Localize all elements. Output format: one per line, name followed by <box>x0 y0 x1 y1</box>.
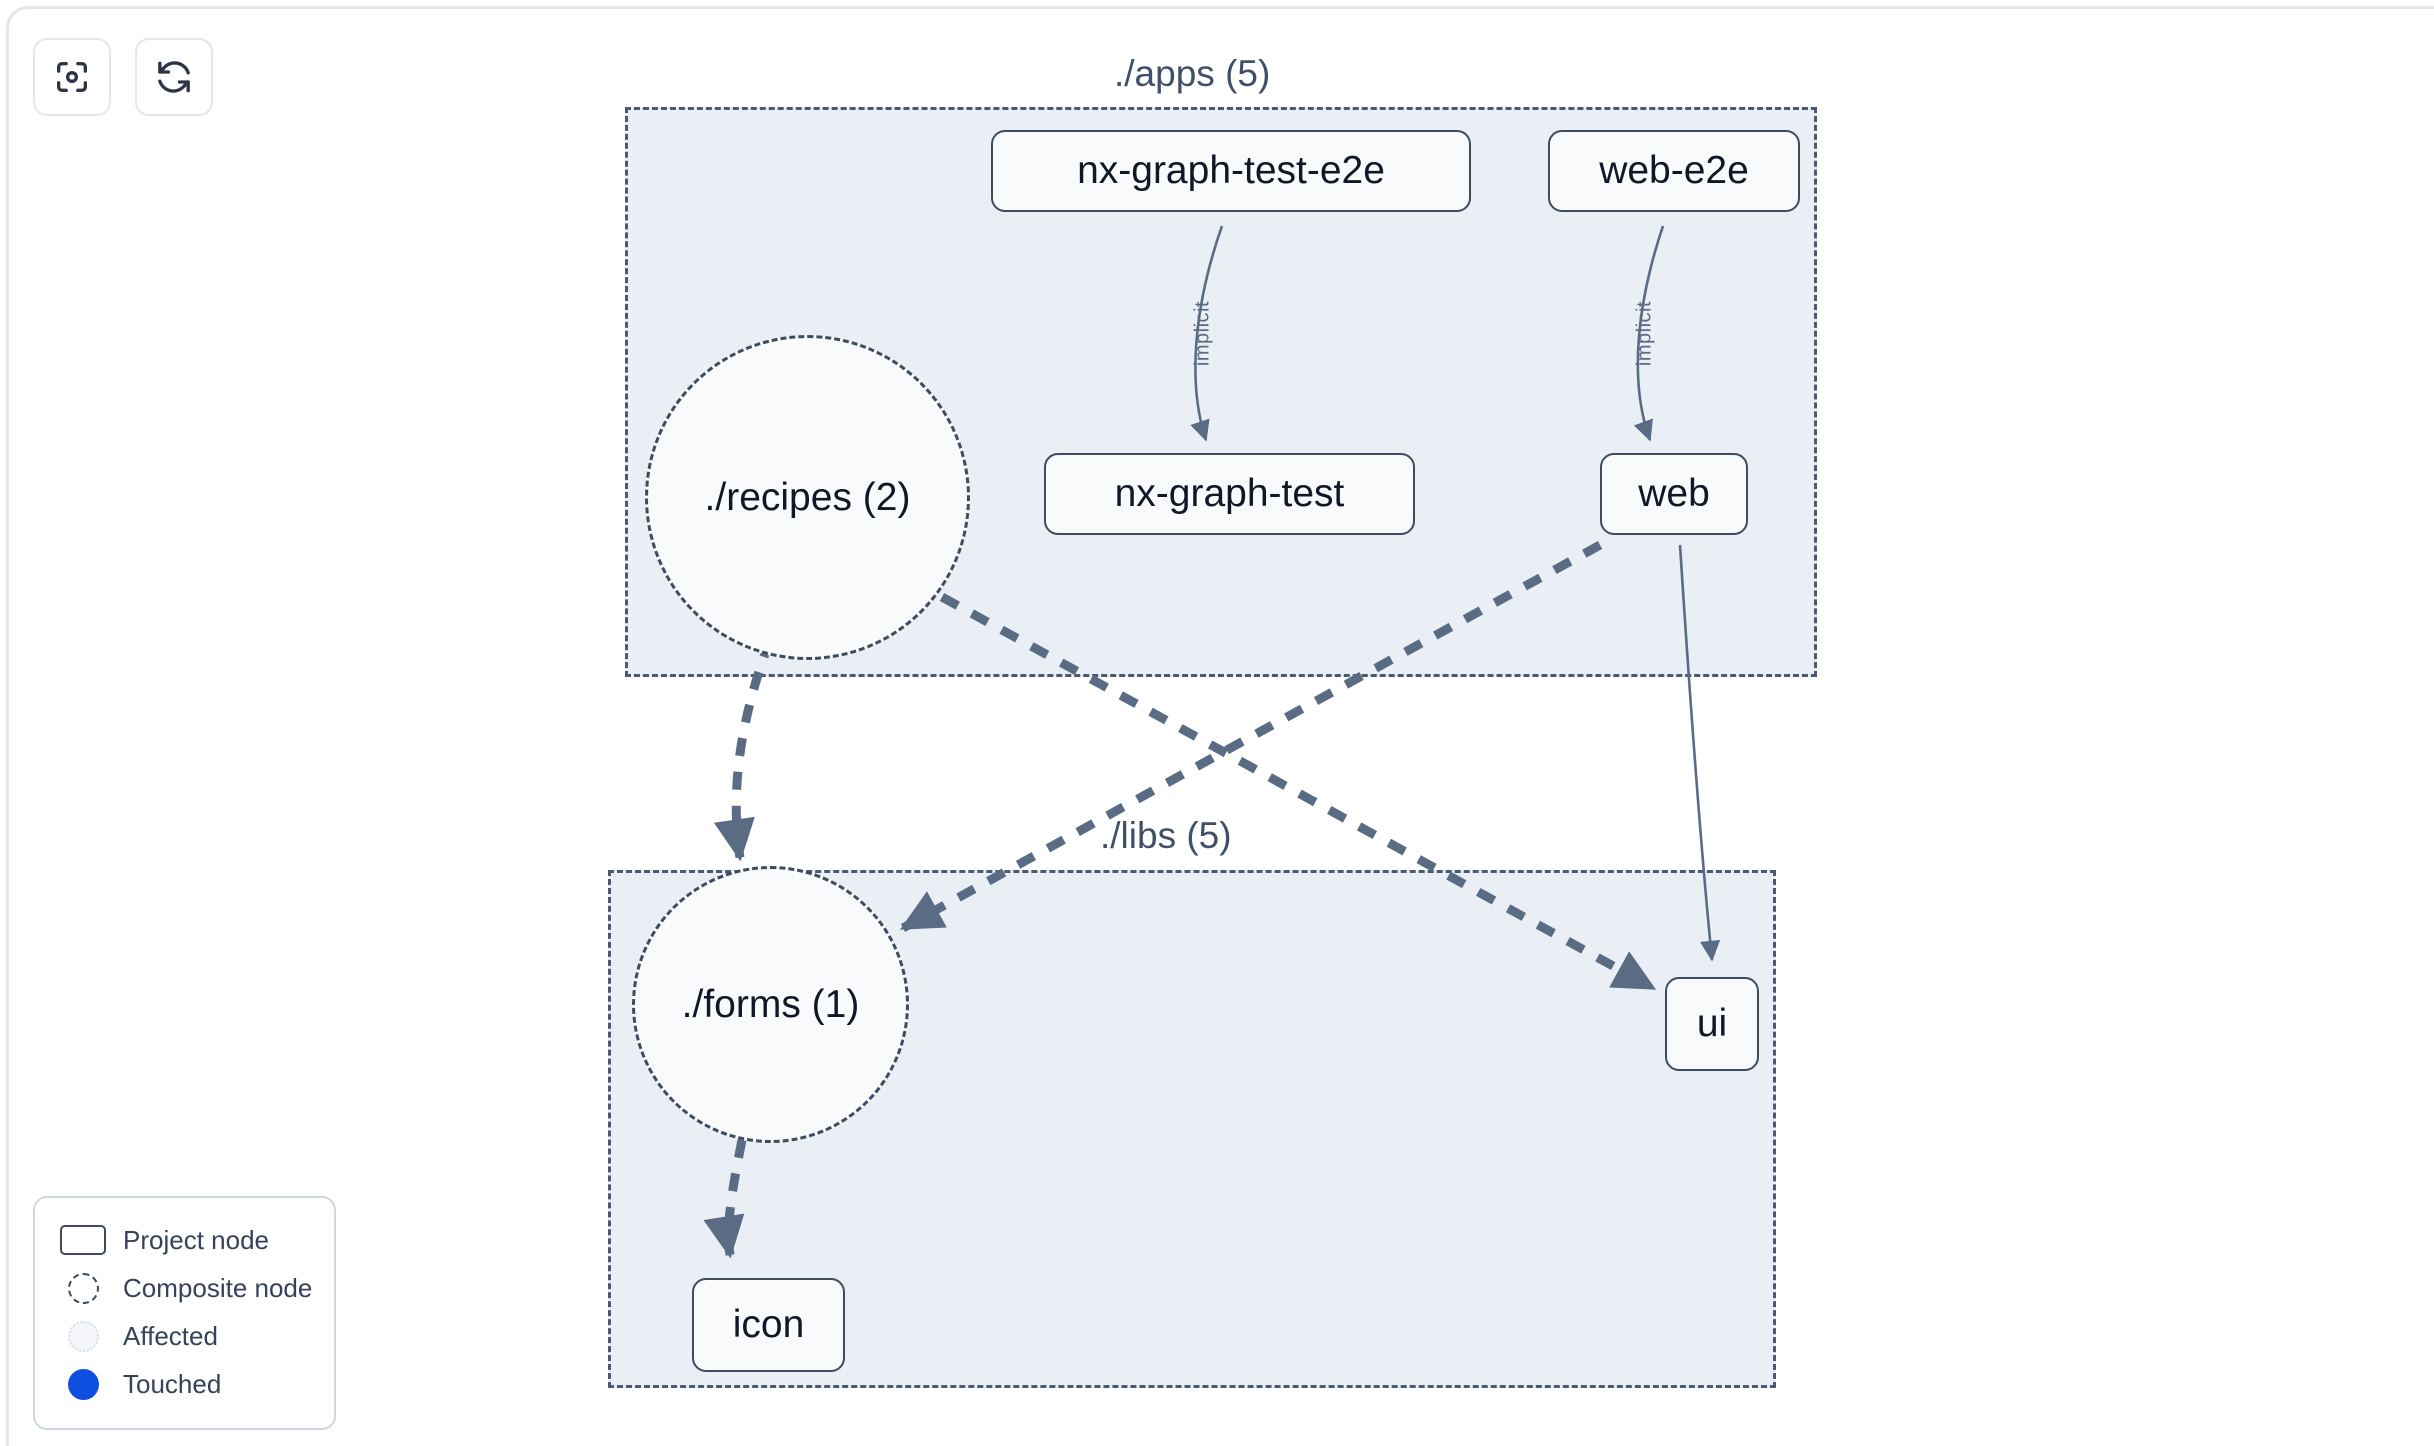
legend-item-affected: Affected <box>57 1312 314 1360</box>
legend-item-touched: Touched <box>57 1360 314 1408</box>
legend-item-composite-node: Composite node <box>57 1264 314 1312</box>
node-web-e2e[interactable]: web-e2e <box>1548 130 1800 212</box>
edge-recipes-to-forms <box>713 638 775 862</box>
project-node-icon <box>57 1225 109 1255</box>
edge-forms-to-icon <box>703 1139 747 1259</box>
group-libs-label: ./libs (5) <box>1100 815 1232 856</box>
legend-label-project-node: Project node <box>123 1224 269 1255</box>
group-apps-label: ./apps (5) <box>1114 53 1271 94</box>
focus-target-icon <box>52 57 92 97</box>
node-forms[interactable]: ./forms (1) <box>632 866 909 1143</box>
legend-label-affected: Affected <box>123 1320 218 1351</box>
graph-legend: Project node Composite node Affected Tou… <box>33 1196 336 1430</box>
composite-node-icon <box>57 1272 109 1304</box>
node-web[interactable]: web <box>1600 453 1748 535</box>
edge-label-implicit-2: implicit <box>1633 300 1656 367</box>
node-nx-graph-test[interactable]: nx-graph-test <box>1044 453 1415 535</box>
refresh-icon <box>154 57 194 97</box>
legend-label-touched: Touched <box>123 1368 222 1399</box>
node-nx-graph-test-e2e[interactable]: nx-graph-test-e2e <box>991 130 1471 212</box>
focus-graph-button[interactable] <box>33 38 111 116</box>
graph-toolbar <box>33 38 213 116</box>
edge-web-to-forms <box>899 541 1603 932</box>
edge-label-implicit-1: implicit <box>1191 300 1214 367</box>
node-recipes[interactable]: ./recipes (2) <box>645 335 970 660</box>
node-ui[interactable]: ui <box>1665 977 1759 1071</box>
edge-web-to-ui <box>1678 544 1721 962</box>
edge-recipes-to-ui <box>939 593 1657 992</box>
edge-web-e2e-to-web <box>1633 225 1665 442</box>
legend-label-composite-node: Composite node <box>123 1272 313 1303</box>
affected-icon <box>57 1320 109 1352</box>
edge-nx-graph-test-e2e-to-nx-graph-test <box>1190 225 1224 442</box>
touched-icon <box>57 1368 109 1400</box>
legend-item-project-node: Project node <box>57 1216 314 1264</box>
node-icon[interactable]: icon <box>692 1278 845 1372</box>
refresh-graph-button[interactable] <box>135 38 213 116</box>
